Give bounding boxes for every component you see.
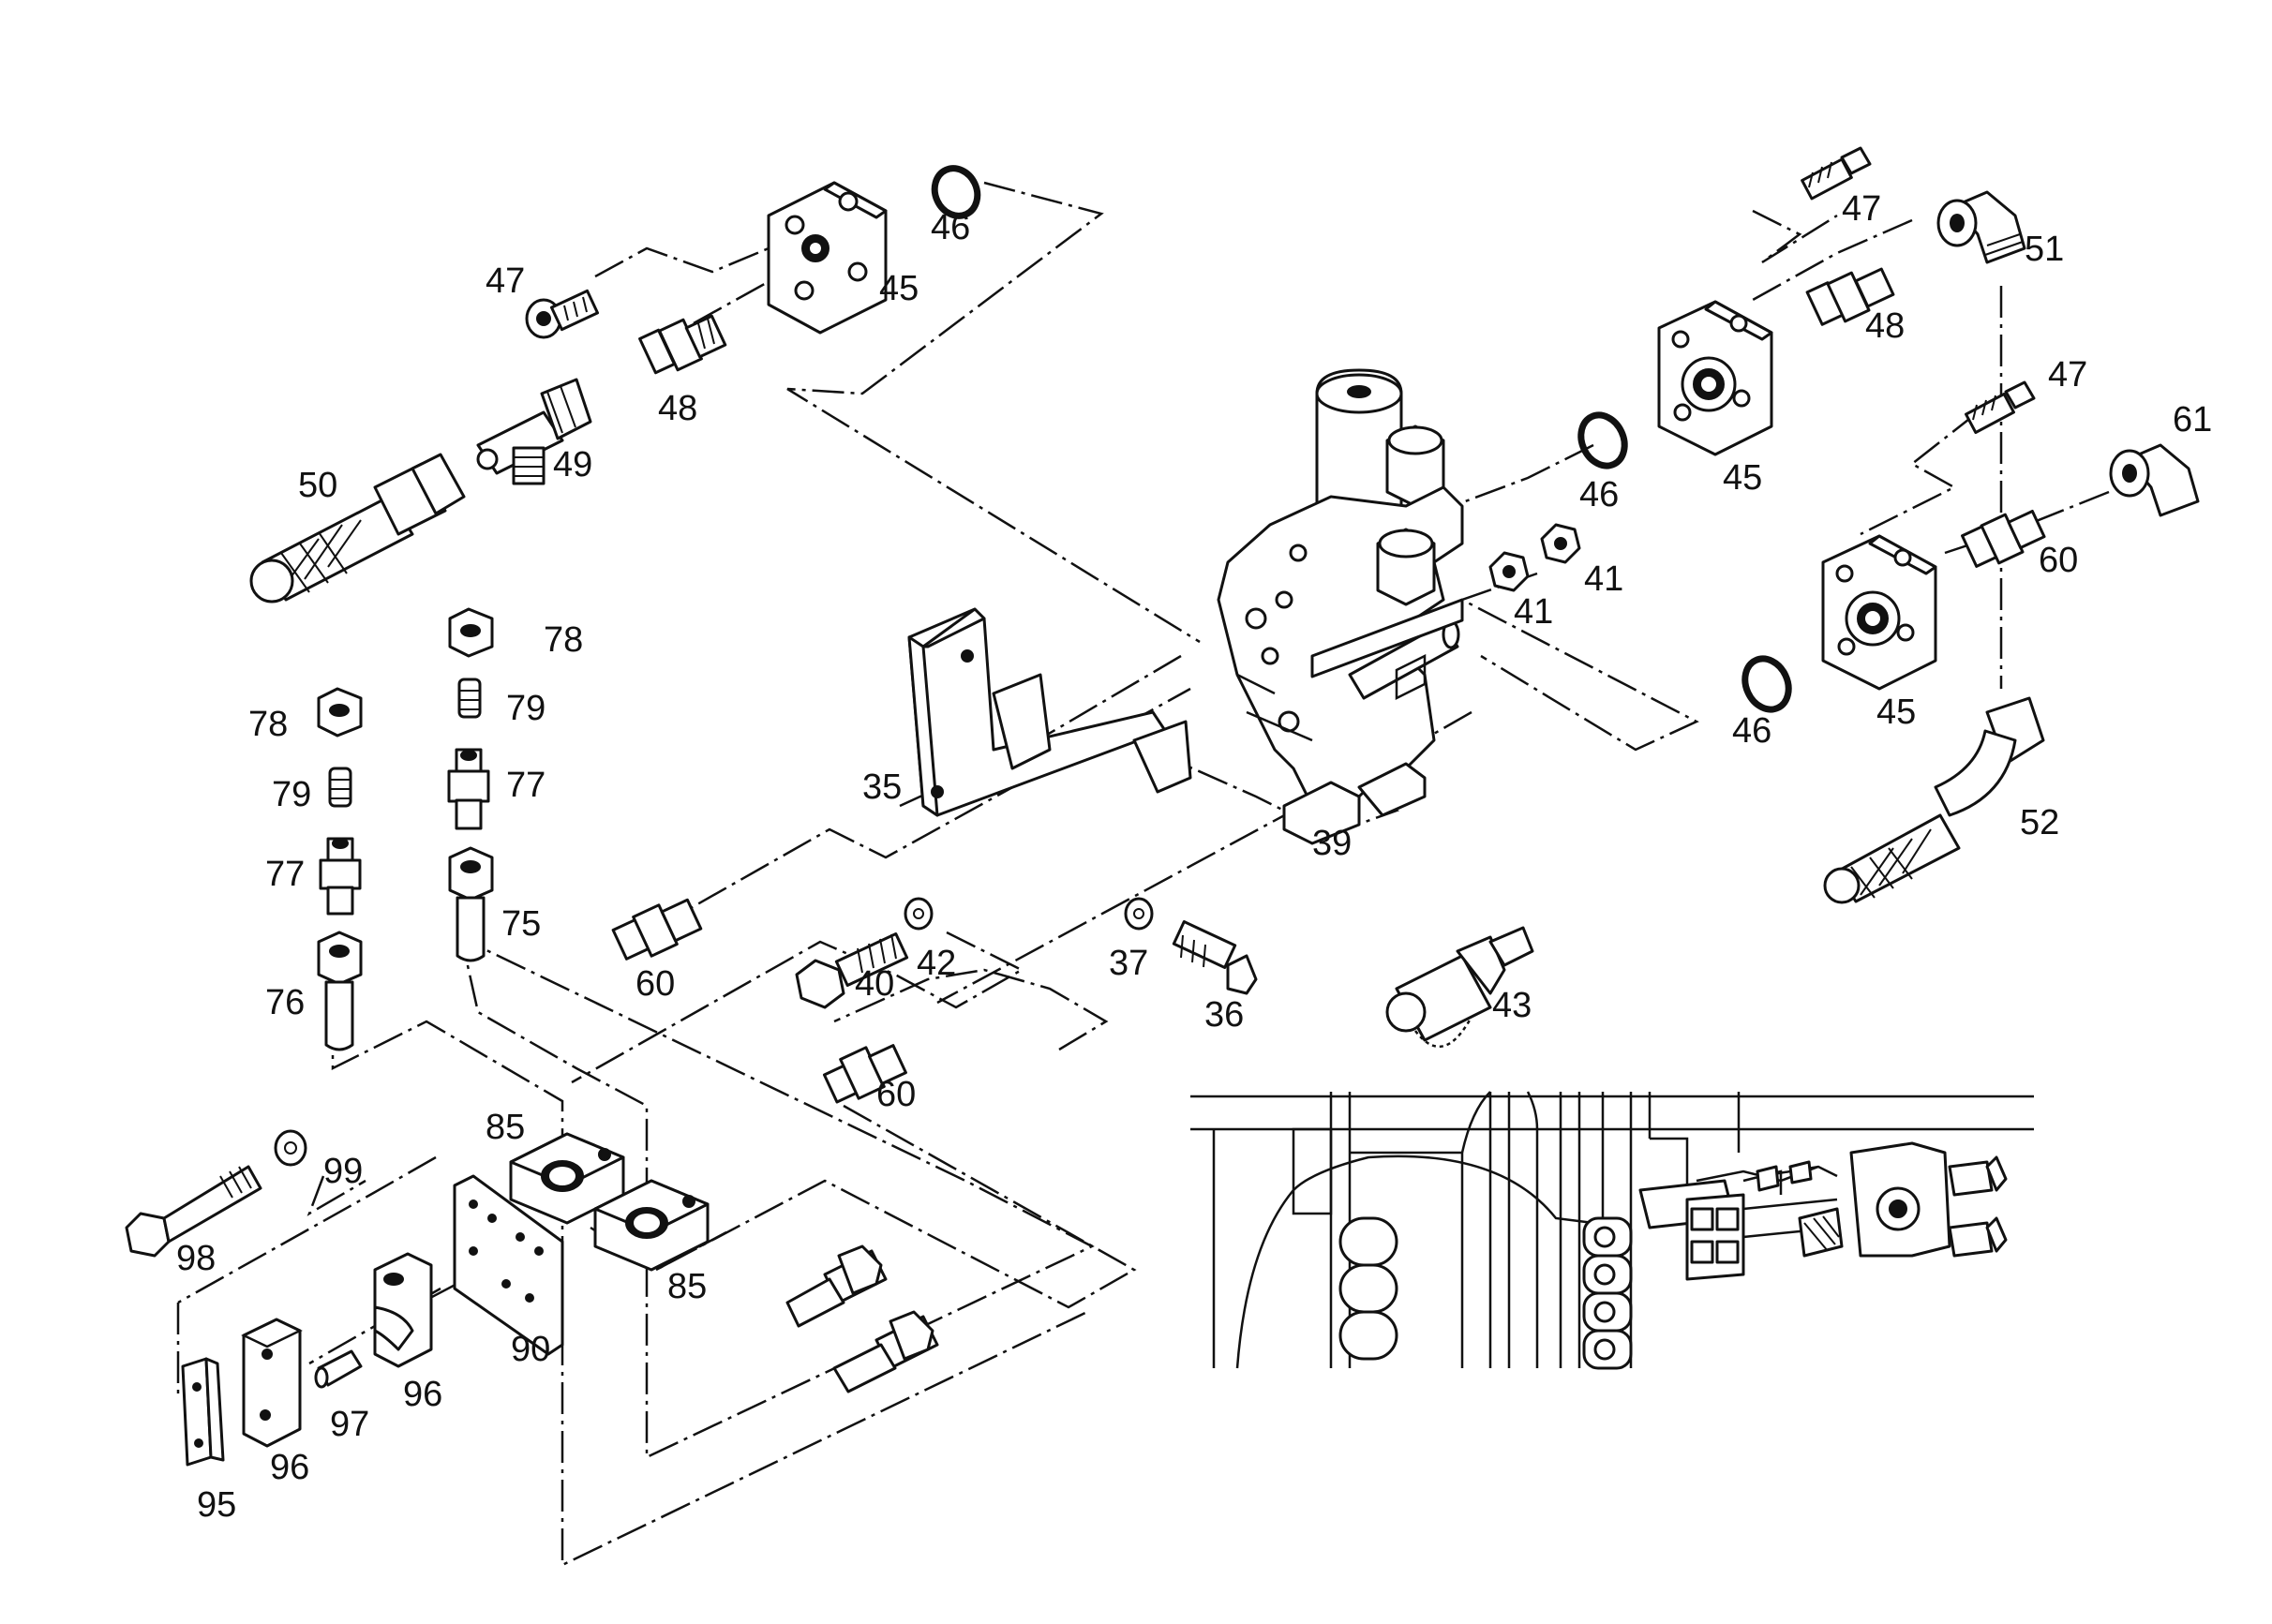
- label-45-bottom-right: 45: [1876, 693, 1916, 732]
- nipple-79-right: [457, 678, 482, 719]
- label-78-left: 78: [248, 705, 288, 744]
- label-97: 97: [330, 1405, 369, 1444]
- label-46-middle: 46: [1579, 475, 1619, 514]
- washer-42: [904, 897, 934, 931]
- label-41-back: 41: [1584, 559, 1623, 599]
- hose-52: [1823, 696, 2045, 904]
- fitting-77-right: [447, 748, 490, 830]
- label-96-lower: 96: [270, 1448, 309, 1487]
- label-49: 49: [553, 445, 592, 484]
- washer-37: [1124, 897, 1154, 931]
- tube-end-bottom-1: [785, 1244, 888, 1328]
- block-96-lower: [241, 1318, 303, 1448]
- label-79-left: 79: [272, 775, 311, 814]
- elbow-61: [2109, 443, 2200, 517]
- label-60-middle-left: 60: [635, 964, 675, 1004]
- bracket-35: [907, 607, 1192, 817]
- label-51: 51: [2025, 230, 2064, 269]
- nipple-79-left: [328, 767, 352, 808]
- hose-50: [249, 453, 466, 603]
- label-77-right: 77: [506, 766, 546, 805]
- label-41-front: 41: [1514, 592, 1553, 632]
- nut-41-back: [1540, 523, 1581, 564]
- label-96-upper: 96: [403, 1375, 442, 1414]
- block-96-upper: [373, 1252, 433, 1368]
- bolt-36: [1172, 920, 1258, 995]
- label-50: 50: [298, 466, 337, 505]
- plate-95: [181, 1357, 225, 1467]
- o-ring-46-bottom: [1741, 655, 1792, 713]
- label-99: 99: [323, 1152, 363, 1191]
- flange-45-top-left: [767, 181, 888, 335]
- label-95: 95: [197, 1485, 236, 1525]
- label-52: 52: [2020, 803, 2059, 842]
- nut-41-front: [1488, 551, 1530, 592]
- clamp-85-top: [509, 1132, 625, 1225]
- label-40: 40: [855, 964, 894, 1004]
- bolt-47-top-right: [1801, 146, 1872, 201]
- rod-40-axis: [1310, 598, 1464, 678]
- washer-99: [274, 1129, 307, 1167]
- o-ring-46-middle: [1577, 411, 1628, 469]
- tube-75: [448, 846, 494, 962]
- tube-76: [317, 931, 363, 1051]
- label-39: 39: [1312, 824, 1352, 863]
- label-85-top: 85: [486, 1108, 525, 1147]
- label-90: 90: [511, 1330, 550, 1369]
- label-35: 35: [862, 767, 902, 807]
- plate-90: [453, 1174, 564, 1356]
- label-79-right: 79: [506, 689, 546, 728]
- label-77-left: 77: [265, 855, 305, 894]
- tube-end-bottom-2: [832, 1310, 939, 1393]
- label-61: 61: [2173, 400, 2212, 440]
- fitting-60-middle-left: [611, 898, 703, 961]
- label-85-bottom: 85: [667, 1267, 707, 1306]
- bolt-47-top-left: [525, 289, 600, 339]
- label-75: 75: [501, 904, 541, 944]
- flange-45-top-right: [1657, 300, 1773, 456]
- nut-78-left: [317, 687, 363, 738]
- label-45-top-right: 45: [1723, 458, 1762, 498]
- label-46-bottom: 46: [1732, 711, 1771, 751]
- bolt-47-middle-right: [1965, 380, 2036, 435]
- part-number-labels: 46 45 47 48 49 50 47 51 48 47 61 46 45 6…: [176, 189, 2212, 1525]
- label-36: 36: [1204, 995, 1244, 1035]
- coupler-43: [1385, 926, 1534, 1049]
- fitting-48-top-left: [638, 314, 727, 375]
- clamp-85-bottom: [593, 1179, 710, 1272]
- fitting-48-top-right: [1805, 267, 1895, 326]
- pin-97: [314, 1349, 363, 1389]
- tee-fitting-49: [476, 378, 592, 485]
- label-37: 37: [1109, 944, 1148, 983]
- label-47-middle-right: 47: [2048, 355, 2087, 395]
- label-47-top-left: 47: [486, 261, 525, 301]
- fitting-60-bottom: [822, 1044, 907, 1104]
- label-48-top-right: 48: [1865, 306, 1905, 346]
- label-45-top-left: 45: [879, 269, 919, 308]
- bolt-40: [795, 932, 909, 1009]
- bolt-98: [125, 1165, 262, 1258]
- fitting-60-right: [1961, 509, 2046, 568]
- flange-45-bottom-right: [1821, 534, 1937, 691]
- inset-installation-view: [1190, 1091, 2034, 1370]
- fitting-77-left: [319, 837, 362, 916]
- nut-78-right: [448, 607, 494, 658]
- label-43: 43: [1492, 986, 1532, 1025]
- label-47-top-right: 47: [1842, 189, 1881, 229]
- label-42: 42: [917, 944, 956, 983]
- o-ring-46-top: [931, 165, 981, 219]
- control-valve-39: [1217, 368, 1464, 845]
- label-60-right: 60: [2039, 541, 2078, 580]
- label-98: 98: [176, 1239, 216, 1278]
- elbow-51: [1936, 190, 2026, 264]
- label-48-top-left: 48: [658, 389, 697, 428]
- label-46-top: 46: [931, 208, 970, 247]
- label-78-right: 78: [544, 620, 583, 660]
- label-76: 76: [265, 983, 305, 1022]
- label-60-bottom: 60: [876, 1075, 916, 1114]
